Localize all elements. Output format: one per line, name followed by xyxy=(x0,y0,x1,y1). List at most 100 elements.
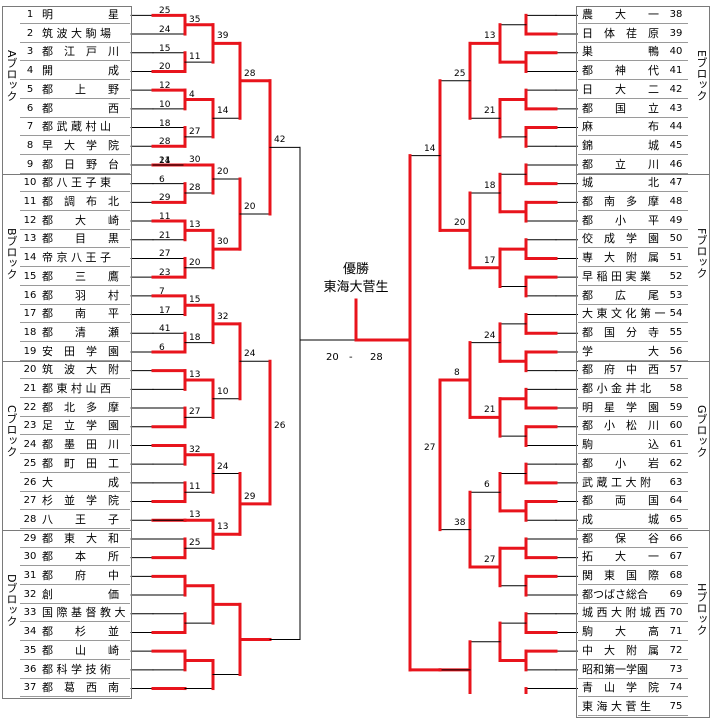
match-score: 27 xyxy=(189,126,201,137)
team-name: 拓 大 一 xyxy=(582,550,659,564)
round-score: 17 xyxy=(484,255,496,266)
team-number: 54 xyxy=(669,308,683,320)
match-score: 41 xyxy=(159,324,171,335)
team-name: 都 八 王 子 東 xyxy=(42,176,111,190)
team-name: 関 東 国 際 xyxy=(582,569,659,582)
match-score: 18 xyxy=(159,118,171,129)
round-score: 27 xyxy=(484,555,496,565)
team-number: 62 xyxy=(669,457,683,469)
team-number: 27 xyxy=(23,495,37,507)
team-name: 都 調 布 北 xyxy=(42,195,119,208)
team-name: 都 府 中 西 xyxy=(582,363,659,377)
final-score-left: 20 xyxy=(326,352,339,363)
team-name: 大 東 文 化 第 一 xyxy=(582,307,666,321)
team-number: 9 xyxy=(26,158,34,170)
team-name: 中 大 附 属 xyxy=(582,643,659,657)
team-number: 24 xyxy=(23,439,37,451)
team-number: 74 xyxy=(669,682,683,694)
team-number: 36 xyxy=(23,663,37,675)
block-label: Cブロック xyxy=(5,405,18,458)
team-name: 都 東 大 和 xyxy=(42,531,119,545)
champion-label: 優勝 xyxy=(342,262,369,277)
round-score: 14 xyxy=(424,143,436,154)
round-score: 13 xyxy=(484,31,496,42)
match-score: 21 xyxy=(159,230,171,241)
team-name: 都 本 所 xyxy=(42,550,119,564)
round-score: 18 xyxy=(484,181,496,191)
team-name: 日 体 荏 原 xyxy=(582,26,659,40)
team-number: 41 xyxy=(669,65,683,77)
round-score: 10 xyxy=(217,386,229,397)
match-score: 20 xyxy=(189,257,201,268)
team-number: 56 xyxy=(669,345,683,357)
team-number: 64 xyxy=(669,495,683,507)
match-score: 25 xyxy=(189,538,201,549)
team-number: 15 xyxy=(23,270,37,282)
round-score: 29 xyxy=(244,491,256,502)
team-number: 35 xyxy=(23,644,37,656)
team-name: 明 星 xyxy=(42,8,119,21)
team-name: 都 両 国 xyxy=(582,494,659,508)
round-score: 25 xyxy=(454,68,466,79)
team-number: 50 xyxy=(669,233,683,245)
round-score: 26 xyxy=(274,420,286,431)
match-score: 28 xyxy=(159,137,171,148)
team-number: 51 xyxy=(669,252,683,264)
match-score: 10 xyxy=(159,99,171,110)
team-number: 23 xyxy=(23,420,37,432)
round-score: 32 xyxy=(217,311,229,322)
team-number: 39 xyxy=(669,27,683,39)
team-number: 29 xyxy=(23,532,37,544)
team-number: 59 xyxy=(669,401,683,413)
round-score: 28 xyxy=(244,68,256,79)
block-label: Fブロック xyxy=(695,227,708,279)
block-frame xyxy=(2,6,132,176)
team-number: 43 xyxy=(669,102,683,114)
match-score: 24 xyxy=(159,155,171,166)
match-score: 6 xyxy=(159,342,165,353)
block-frame xyxy=(576,361,710,531)
match-score: 18 xyxy=(189,332,201,343)
team-number: 52 xyxy=(669,270,683,282)
team-number: 47 xyxy=(669,177,683,189)
block-label: Aブロック xyxy=(5,50,18,102)
team-number: 17 xyxy=(23,308,37,320)
team-number: 13 xyxy=(23,233,37,245)
round-score: 13 xyxy=(217,522,229,533)
round-score: 20 xyxy=(217,166,229,177)
match-score: 27 xyxy=(189,407,201,418)
team-number: 28 xyxy=(23,513,37,525)
team-row: 43 都 国 立 xyxy=(578,99,688,118)
team-name: 都 国 立 xyxy=(582,101,659,115)
team-number: 11 xyxy=(23,196,37,207)
team-number: 20 xyxy=(23,364,37,376)
team-name: 都 国 分 寺 xyxy=(582,325,659,339)
team-name: 都 南 多 摩 xyxy=(582,195,659,208)
team-number: 3 xyxy=(26,46,34,58)
team-number: 34 xyxy=(23,626,37,638)
